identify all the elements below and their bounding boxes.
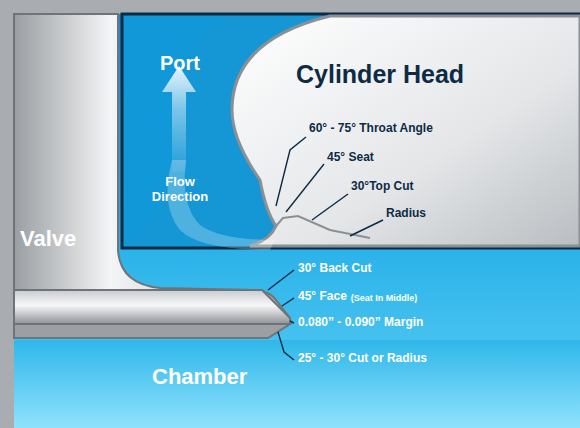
callout-label: 45° Seat — [327, 151, 374, 165]
region-label: Port — [160, 52, 200, 75]
callout-label: 0.080” - 0.090” Margin — [298, 316, 423, 330]
callout-label: 30° Back Cut — [298, 262, 372, 276]
callout-label: 60° - 75° Throat Angle — [309, 122, 433, 136]
part-label: Valve — [20, 226, 76, 251]
callout-note: (Seat In Middle) — [351, 293, 418, 303]
callout-label: 25° - 30° Cut or Radius — [298, 352, 427, 366]
callout-label: 45° Face — [298, 290, 347, 304]
callout-label: 30°Top Cut — [351, 180, 414, 194]
flow-label: Flow Direction — [140, 175, 220, 205]
callout-label: Radius — [386, 207, 426, 221]
region-label: Chamber — [152, 364, 247, 389]
flow-arrow — [162, 66, 196, 172]
part-label: Cylinder Head — [296, 60, 464, 89]
